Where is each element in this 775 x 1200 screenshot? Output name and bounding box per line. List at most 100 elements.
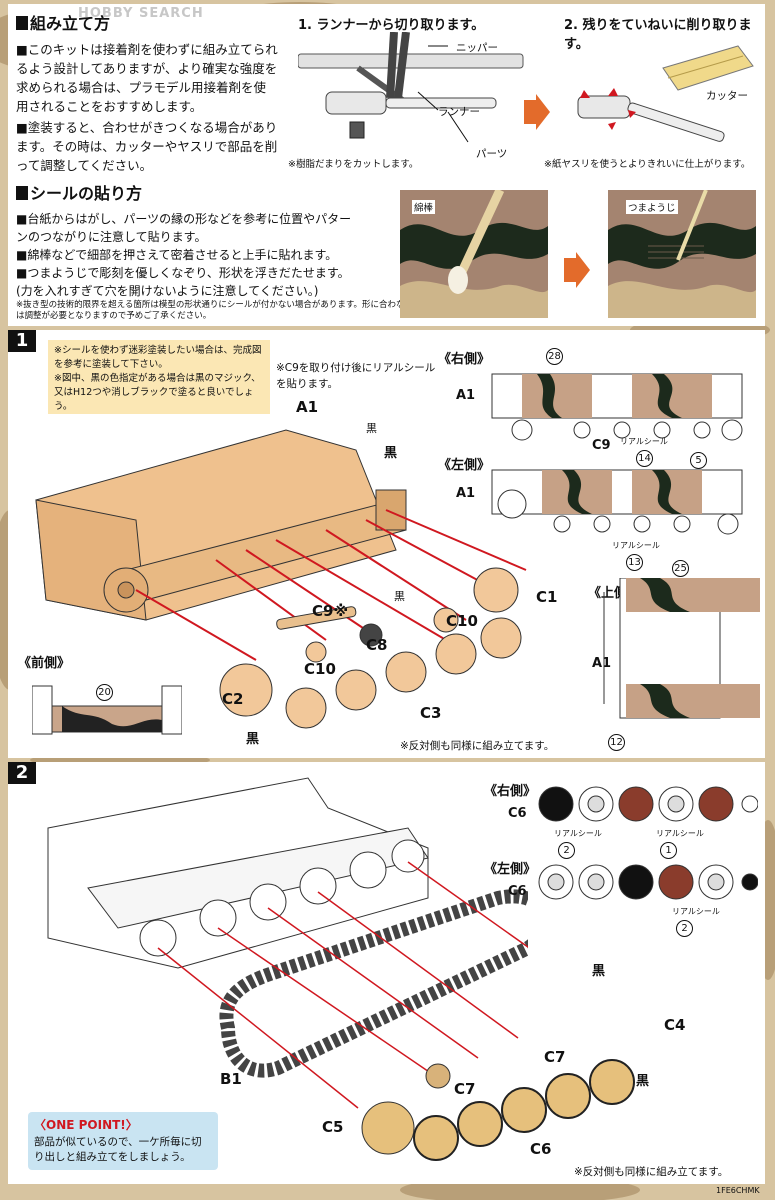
decal-number: 28 [546, 348, 563, 365]
hull-part-label: A1 [296, 398, 319, 416]
part-c1: C1 [536, 588, 558, 606]
part-c4: C4 [664, 1016, 686, 1034]
right-side-c9: C9 [592, 438, 611, 453]
top-side-a1: A1 [592, 656, 612, 671]
assembly-paragraph: ■塗装すると、合わせがきつくなる場合があります。その時は、カッターやヤスリで部品… [16, 120, 278, 173]
one-point-text: 部品が似ているので、一ケ所毎に切り出しと組み立てをしましょう。 [34, 1136, 202, 1163]
right-side-view [491, 373, 743, 441]
toothpick-label: つまようじ [626, 200, 678, 214]
runner-cut-illustration [298, 32, 524, 143]
step-1-panel: 1 ※シールを使わず迷彩塗装したい場合は、完成図を参考に塗装して下さい。 ※図中… [8, 330, 765, 758]
heading-square-icon [16, 16, 28, 30]
instructions-top-panel: HOBBY SEARCH 組み立て方 ■このキットは接着剤を使わずに組み立てられ… [8, 4, 765, 326]
real-seal-label: リアルシール [672, 907, 720, 916]
black-color-note: 黒 [246, 732, 260, 747]
part-c7: C7 [454, 1080, 476, 1098]
decal-number: 12 [608, 734, 625, 751]
trim-step-title: 2. 残りをていねいに削り取ります。 [564, 18, 752, 52]
black-color-note: 黒 [592, 964, 606, 979]
decal-number: 2 [676, 920, 693, 937]
real-seal-label: リアルシール [620, 437, 668, 446]
decal-number: 1 [660, 842, 677, 859]
left-top-decal: 5 [690, 448, 707, 469]
paint-note-box: ※シールを使わず迷彩塗装したい場合は、完成図を参考に塗装して下さい。 ※図中、黒… [48, 340, 270, 414]
front-view-illustration [32, 685, 182, 735]
heading-square-icon [16, 186, 28, 200]
arrow-right-icon [524, 94, 550, 130]
seal-method-title: シールの貼り方 [30, 184, 143, 203]
decal-number: 25 [672, 560, 689, 577]
right-side-title: 《右側》 [438, 352, 491, 367]
part-c8: C8 [366, 636, 388, 654]
sandpaper-note: ※紙ヤスリを使うとよりきれいに仕上がります。 [544, 159, 751, 170]
decal-number: 2 [558, 842, 575, 859]
right-side-a1: A1 [456, 388, 476, 403]
track-assembly-illustration [47, 777, 528, 1155]
opposite-side-note: ※反対側も同様に組み立てます。 [400, 740, 555, 752]
decal-number: 13 [626, 554, 643, 571]
part-c10: C10 [304, 660, 336, 678]
right-top-decal: 28 [546, 344, 563, 365]
assembly-paragraph: ■このキットは接着剤を使わずに組み立てられるよう設計してありますが、より確実な強… [16, 42, 278, 114]
seal-paragraph: ■つまようじで彫刻を優しくなぞり、形状を浮きだたせます。(力を入れすぎて穴を開け… [16, 266, 350, 298]
front-view-title: 《前側》 [18, 656, 71, 671]
left-side-title: 《左側》 [438, 458, 491, 473]
real-seal-label: リアルシール [656, 829, 704, 838]
part-c7: C7 [544, 1048, 566, 1066]
trim-illustration [577, 45, 754, 142]
cotton-swab-illustration [400, 190, 548, 318]
svg-text:黒: 黒 [394, 590, 405, 603]
top-decal-25: 25 [672, 556, 689, 577]
svg-text:黒: 黒 [366, 422, 377, 435]
parts-label: パーツ [476, 148, 508, 160]
left-bottom-decal: 13 [626, 550, 643, 571]
seal-paragraph: ■綿棒などで細部を押さえて密着させると上手に貼れます。 [16, 248, 338, 262]
step-number: 1 [8, 330, 36, 352]
black-color-note: 黒 [636, 1074, 650, 1089]
part-c6: C6 [530, 1140, 552, 1158]
step-number: 2 [8, 762, 36, 784]
assembly-method-heading: 組み立て方 [16, 10, 110, 34]
c9-decal-note: ※C9を取り付け後にリアルシールを貼ります。 [276, 362, 436, 390]
c6-label: C6 [508, 806, 527, 821]
cut-note: ※樹脂だまりをカットします。 [288, 159, 419, 170]
front-decal: 20 [96, 680, 113, 701]
road-wheel-row [413, 1059, 635, 1161]
nipper-label: ニッパー [456, 42, 498, 54]
opposite-side-note: ※反対側も同様に組み立てます。 [574, 1166, 729, 1178]
right-wheel-decal-2: 2 [558, 838, 575, 859]
cotton-swab-label: 綿棒 [412, 200, 436, 214]
runner-label: ランナー [438, 106, 480, 118]
top-decal-12: 12 [608, 730, 625, 751]
cut-step-title: 1. ランナーから切り取ります。 [298, 18, 485, 33]
seal-method-heading: シールの貼り方 [16, 180, 142, 204]
seal-footnote: ※抜き型の技術的限界を超える箇所は模型の形状通りにシールが付かない場合があります… [16, 300, 431, 321]
watermark: HOBBY SEARCH [78, 6, 204, 21]
left-side-a1: A1 [456, 486, 476, 501]
real-seal-label: リアルシール [612, 541, 660, 550]
assembly-method-title: 組み立て方 [30, 14, 111, 33]
decal-number: 5 [690, 452, 707, 469]
decal-number: 20 [96, 684, 113, 701]
part-c9: C9※ [312, 602, 349, 620]
left-side-title: 《左側》 [484, 862, 537, 877]
seal-paragraph: ■台紙からはがし、パーツの縁の形などを参考に位置やパターンのつながりに注意して貼… [16, 212, 352, 244]
top-view [603, 578, 760, 719]
right-bottom-decal: 14 [636, 446, 653, 467]
cutter-label: カッター [706, 90, 748, 102]
part-c2: C2 [222, 690, 244, 708]
seal-method-text: ■台紙からはがし、パーツの縁の形などを参考に位置やパターンのつながりに注意して貼… [16, 210, 356, 300]
arrow-right-icon [564, 252, 590, 288]
paint-note: ※図中、黒の色指定がある場合は黒のマジック、又はH12つや消しブラックで塗ると良… [54, 373, 261, 412]
toothpick-illustration [608, 190, 756, 318]
part-c3: C3 [420, 704, 442, 722]
real-seal-label: リアルシール [554, 829, 602, 838]
one-point-title: 〈ONE POINT!〉 [34, 1118, 138, 1132]
product-code: 1FE6CHMK [716, 1186, 760, 1195]
right-wheel-decal-1: 1 [660, 838, 677, 859]
assembly-method-text: ■このキットは接着剤を使わずに組み立てられるよう設計してありますが、より確実な強… [16, 40, 278, 175]
step-2-panel: 2 《右側》 C6 リアルシール 2 リアルシール [8, 762, 765, 1184]
left-wheel-row [538, 864, 758, 900]
part-c10: C10 [446, 612, 478, 630]
part-c5: C5 [322, 1118, 344, 1136]
